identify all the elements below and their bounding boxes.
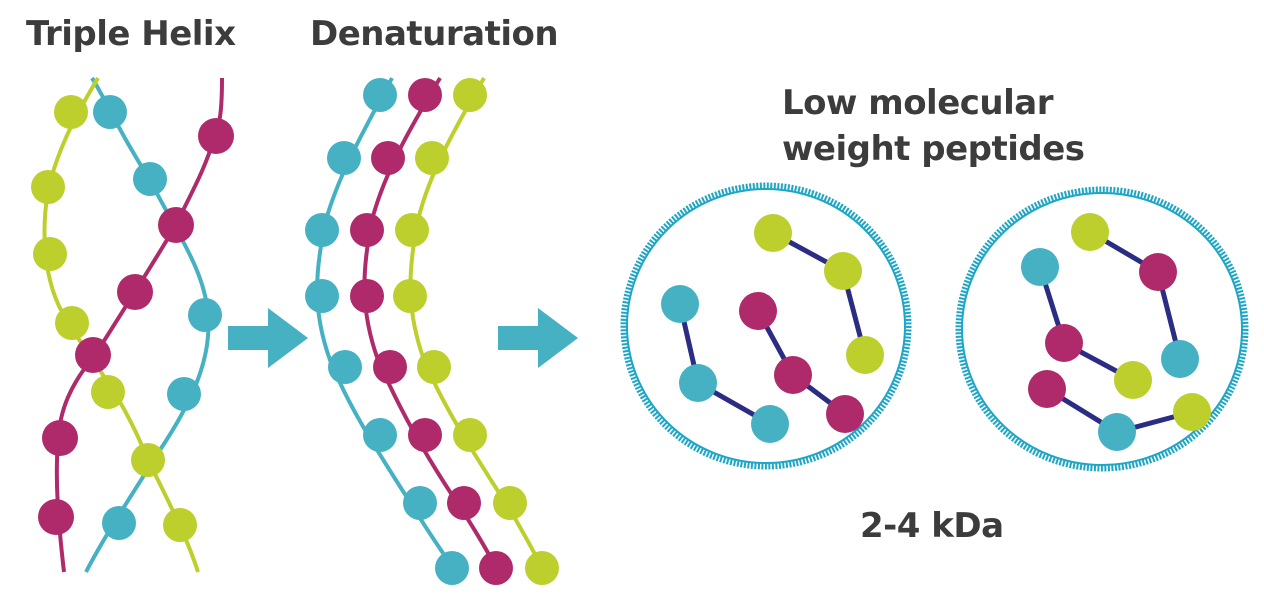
denaturation-label: Denaturation	[310, 14, 559, 54]
denatured-residue-cyan	[305, 213, 339, 247]
peptide-residue-cyan	[679, 364, 717, 402]
helix-residue-cyan	[167, 377, 201, 411]
helix-residue-lime	[54, 95, 88, 129]
denatured-residue-cyan	[403, 486, 437, 520]
peptide-ring	[955, 186, 1249, 472]
helix-residue-cyan	[188, 298, 222, 332]
denatured-residue-lime	[493, 486, 527, 520]
helix-residue-magenta	[198, 118, 234, 154]
denatured-residue-magenta	[479, 551, 513, 585]
denatured-residue-magenta	[373, 350, 407, 384]
triple-helix	[31, 76, 234, 573]
denatured-residue-cyan	[363, 78, 397, 112]
denatured-residue-magenta	[408, 418, 442, 452]
arrow-right-icon	[498, 308, 578, 368]
helix-residue-magenta	[117, 274, 153, 310]
peptides-label-line2: weight peptides	[782, 129, 1085, 169]
denatured-residue-lime	[525, 551, 559, 585]
helix-residue-magenta	[158, 207, 194, 243]
denatured-strands	[305, 76, 559, 585]
peptide-residue-cyan	[661, 285, 699, 323]
denatured-residue-cyan	[305, 279, 339, 313]
peptide-residue-lime	[1173, 393, 1211, 431]
peptide-residue-lime	[824, 252, 862, 290]
peptide-ring-inner	[626, 188, 906, 464]
peptide-residue-cyan	[1021, 248, 1059, 286]
helix-residue-cyan	[93, 95, 127, 129]
peptide-residue-magenta	[774, 356, 812, 394]
helix-residue-cyan	[133, 162, 167, 196]
denatured-residue-magenta	[447, 486, 481, 520]
peptide-bond	[1037, 266, 1135, 383]
peptide-group-1	[620, 182, 912, 470]
peptide-residue-cyan	[1098, 413, 1136, 451]
helix-residue-lime	[33, 237, 67, 271]
denatured-residue-lime	[415, 141, 449, 175]
denatured-residue-magenta	[408, 78, 442, 112]
helix-residue-lime	[91, 375, 125, 409]
peptide-ring-inner	[961, 192, 1243, 466]
denatured-residue-lime	[395, 213, 429, 247]
peptides-label: Low molecular weight peptides	[782, 80, 1085, 172]
helix-residue-magenta	[75, 337, 111, 373]
peptide-group-2	[955, 186, 1249, 472]
peptide-residue-magenta	[739, 292, 777, 330]
peptide-residue-cyan	[751, 405, 789, 443]
denatured-residue-lime	[453, 78, 487, 112]
peptide-residue-magenta	[1139, 253, 1177, 291]
peptide-residue-lime	[754, 214, 792, 252]
peptide-residue-magenta	[826, 395, 864, 433]
denatured-residue-cyan	[328, 350, 362, 384]
triple-helix-label: Triple Helix	[26, 14, 236, 54]
peptide-residue-magenta	[1028, 370, 1066, 408]
helix-strand-cyan	[84, 76, 211, 573]
denatured-residue-lime	[393, 279, 427, 313]
peptide-bond	[1088, 229, 1183, 360]
denatured-residue-magenta	[371, 141, 405, 175]
denatured-residue-lime	[417, 350, 451, 384]
helix-residue-magenta	[38, 499, 74, 535]
peptide-residue-lime	[1114, 361, 1152, 399]
helix-residue-lime	[163, 508, 197, 542]
arrow-right-icon	[228, 308, 308, 368]
peptide-residue-magenta	[1045, 324, 1083, 362]
size-label: 2-4 kDa	[860, 506, 1004, 546]
peptide-bond	[771, 230, 868, 356]
denatured-residue-magenta	[350, 279, 384, 313]
peptides-label-line1: Low molecular	[782, 83, 1053, 123]
denatured-residue-cyan	[435, 551, 469, 585]
helix-residue-lime	[31, 170, 65, 204]
denatured-residue-cyan	[363, 418, 397, 452]
helix-residue-lime	[131, 443, 165, 477]
peptide-ring	[620, 182, 912, 470]
denatured-residue-lime	[453, 418, 487, 452]
denatured-residue-cyan	[327, 141, 361, 175]
peptide-residue-cyan	[1161, 340, 1199, 378]
peptide-residue-lime	[1071, 213, 1109, 251]
peptide-residue-lime	[846, 336, 884, 374]
helix-residue-cyan	[102, 506, 136, 540]
helix-residue-magenta	[42, 420, 78, 456]
helix-residue-lime	[55, 306, 89, 340]
denatured-residue-magenta	[350, 213, 384, 247]
